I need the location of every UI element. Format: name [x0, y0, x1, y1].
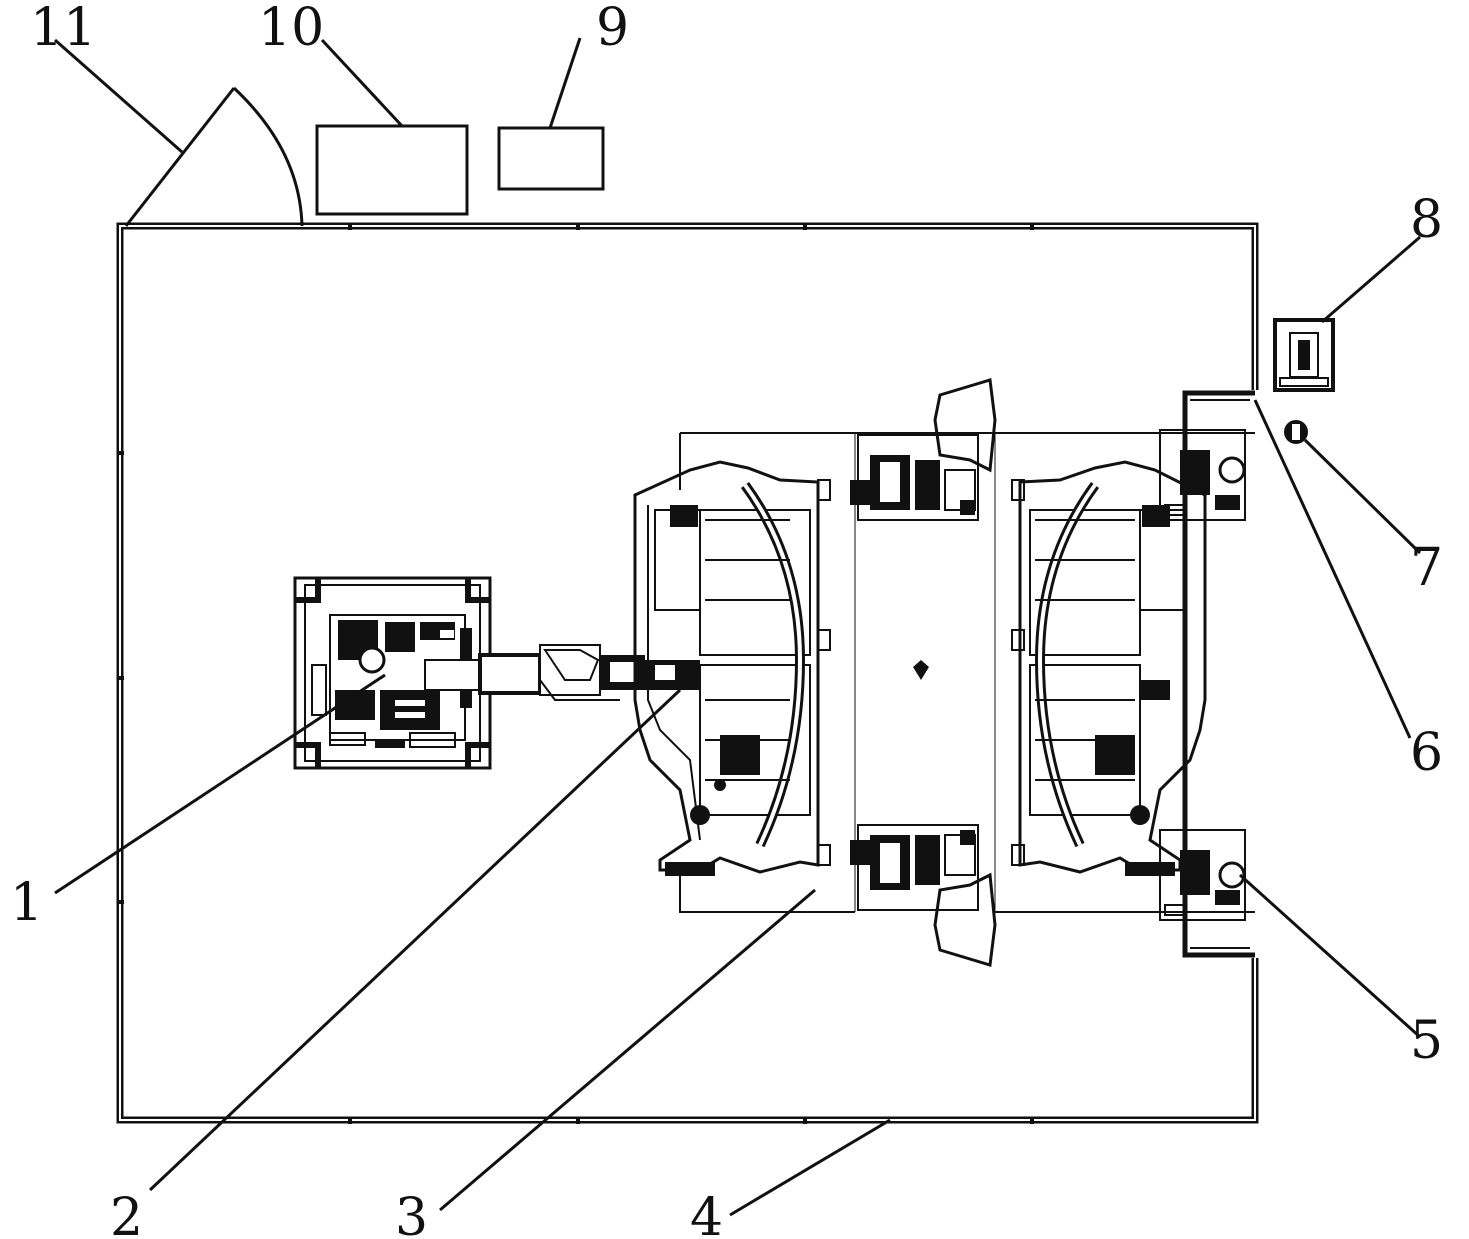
teach-box [497, 126, 605, 191]
safety-door [124, 86, 304, 227]
top-clamp-unit [850, 378, 997, 521]
leader-6 [1253, 399, 1412, 739]
label-1: 1 [10, 873, 43, 933]
leader-lines [54, 37, 1422, 1217]
label-4: 4 [690, 1188, 723, 1239]
leader-10 [320, 38, 404, 128]
leader-3 [439, 888, 816, 1212]
entry-unit-bottom [1159, 829, 1246, 921]
positioner-frame [679, 432, 1255, 913]
leader-9 [548, 37, 582, 129]
label-11: 11 [30, 0, 96, 58]
label-7: 7 [1410, 538, 1443, 598]
leader-8 [1321, 235, 1421, 324]
start-button [1284, 420, 1308, 444]
bottom-clamp-unit [850, 824, 997, 967]
label-2: 2 [110, 1188, 143, 1239]
leader-1 [54, 673, 386, 895]
left-fixture [633, 460, 831, 876]
leader-7 [1303, 438, 1422, 555]
leader-5 [1238, 873, 1422, 1039]
right-fixture [1011, 460, 1207, 876]
control-cabinet [315, 124, 469, 216]
label-8: 8 [1410, 190, 1443, 250]
label-9: 9 [596, 0, 629, 58]
entry-unit-top [1159, 429, 1246, 521]
leader-4 [729, 1118, 891, 1217]
leader-11 [54, 38, 183, 154]
enclosure-fence [116, 222, 1259, 1124]
label-6: 6 [1410, 723, 1443, 783]
label-3: 3 [395, 1188, 428, 1239]
robot-arm [424, 644, 700, 701]
leader-2 [148, 688, 682, 1192]
label-5: 5 [1410, 1011, 1443, 1071]
label-10: 10 [258, 0, 324, 58]
operation-box [1273, 318, 1335, 392]
reference-numerals: 1 2 3 4 5 6 7 8 9 10 11 [10, 0, 1443, 1239]
